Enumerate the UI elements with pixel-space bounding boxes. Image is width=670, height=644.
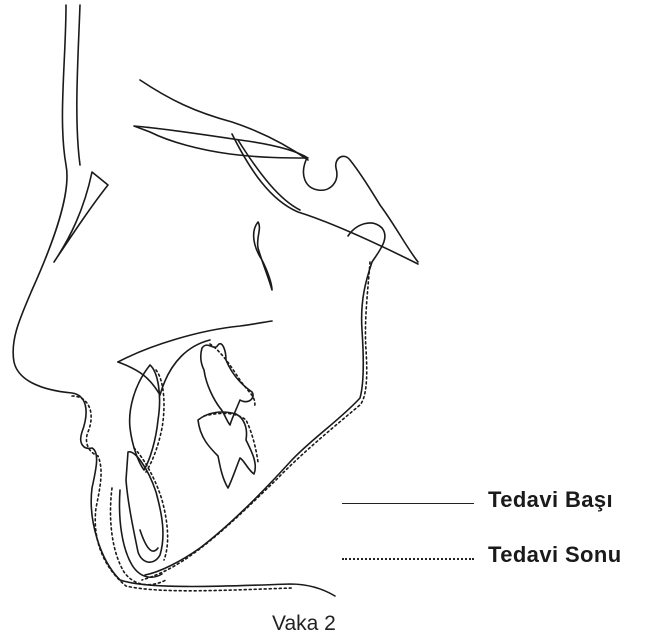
figure-caption: Vaka 2 [272,612,336,636]
maxilla-lower [118,340,210,395]
pterygomaxillary-fissure [254,222,272,290]
legend-dotted-line [342,558,474,560]
legend-label-after: Tedavi Sonu [488,542,622,568]
soft-tissue-profile-inner [77,5,80,165]
lower-incisor-root-contour [140,530,158,551]
orbit-roof [134,126,308,158]
ramus-outline [145,223,385,575]
lower-molar [198,412,255,488]
legend-item-before: Tedavi Başı [342,487,662,519]
legend-solid-line [342,503,474,504]
palatal-plane [118,321,272,362]
upper-incisor-dotted [146,370,164,472]
upper-molar-dotted [210,344,255,408]
nasal-bone [54,172,108,262]
soft-tissue-profile [13,5,335,596]
cranial-base-line [232,134,418,264]
legend-label-before: Tedavi Başı [488,487,613,513]
legend-item-after: Tedavi Sonu [342,542,662,574]
sella-turcica [303,156,418,262]
